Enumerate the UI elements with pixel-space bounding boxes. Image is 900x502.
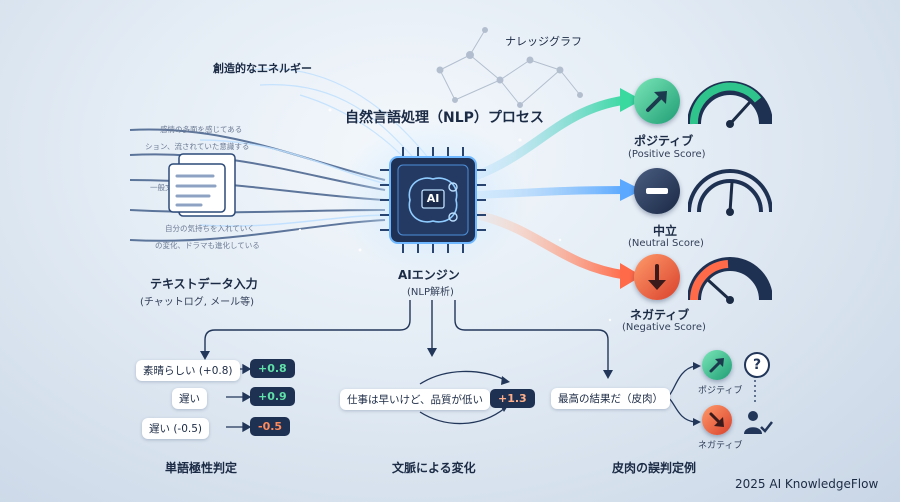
knowledge-graph-label: ナレッジグラフ	[505, 35, 582, 48]
ai-engine-chip	[380, 147, 486, 253]
ai-chip-label: AI	[426, 192, 440, 205]
neutral-minus-icon	[634, 168, 680, 214]
text-input-label: テキストデータ入力	[150, 277, 258, 291]
positive-sublabel: (Positive Score)	[628, 149, 706, 160]
engine-branch-lines	[204, 300, 609, 372]
input-line: 自分の気持ちを入れていく	[165, 224, 255, 233]
sarcasm-positive-label: ポジティブ	[698, 386, 743, 396]
word-score-2: +0.9	[250, 387, 295, 406]
nlp-process-title: 自然言語処理（NLP）プロセス	[345, 110, 544, 126]
positive-flow-arrow	[473, 95, 630, 180]
document-icon	[168, 153, 236, 217]
negative-title: ネガティブ	[630, 308, 690, 322]
word-chip-2: 遅い	[172, 388, 207, 409]
negative-flow-arrow	[473, 210, 630, 280]
text-input-sublabel: (チャットログ, メール等)	[140, 297, 255, 308]
positive-arrow-icon	[634, 78, 680, 124]
gear-icon	[448, 182, 458, 222]
word-score-1: +0.8	[250, 359, 295, 378]
footer-copyright: 2025 AI KnowledgeFlow	[735, 477, 879, 491]
context-change-title: 文脈による変化	[392, 461, 476, 475]
ai-engine-label: AIエンジン	[398, 268, 460, 282]
user-check-icon	[744, 411, 773, 434]
creative-energy-label: 創造的なエネルギー	[213, 62, 312, 75]
neutral-gauge	[688, 169, 772, 216]
small-positive-icon	[702, 350, 732, 380]
small-negative-icon	[702, 405, 732, 435]
brain-icon	[408, 177, 458, 223]
sarcasm-title: 皮肉の誤判定例	[612, 461, 697, 475]
negative-arrow-icon	[634, 254, 680, 300]
positive-gauge	[688, 81, 772, 128]
input-line: 一般文	[150, 183, 173, 192]
question-icon: ?	[744, 352, 770, 378]
context-sentence-chip: 仕事は早いけど、品質が低い	[340, 389, 490, 410]
sarcasm-sentence-chip: 最高の結果だ（皮肉）	[551, 388, 670, 409]
negative-sublabel: (Negative Score)	[622, 322, 706, 333]
word-score-3: -0.5	[250, 417, 291, 436]
positive-title: ポジティブ	[634, 134, 694, 148]
input-line: ション、流されていた意識する	[145, 142, 250, 151]
sarcasm-negative-label: ネガティブ	[698, 441, 743, 451]
knowledge-graph-network	[436, 27, 583, 108]
neutral-flow-arrow	[474, 186, 629, 199]
input-line: の変化、ドラマも進化している	[155, 241, 260, 250]
text-input-panel: 感情の多面を感じてある ション、流されていた意識する 一般文 自分の気持ちを入れ…	[120, 122, 290, 257]
word-chip-1: 素晴らしい (+0.8)	[136, 360, 240, 381]
neutral-title: 中立	[653, 224, 678, 238]
negative-gauge	[688, 257, 772, 304]
word-chip-3: 遅い (-0.5)	[142, 418, 210, 439]
ai-engine-sublabel: (NLP解析)	[407, 287, 454, 298]
context-score: +1.3	[490, 389, 535, 408]
word-polarity-title: 単語極性判定	[165, 461, 238, 475]
input-line: 感情の多面を感じてある	[160, 125, 243, 134]
neutral-sublabel: (Neutral Score)	[628, 238, 704, 249]
